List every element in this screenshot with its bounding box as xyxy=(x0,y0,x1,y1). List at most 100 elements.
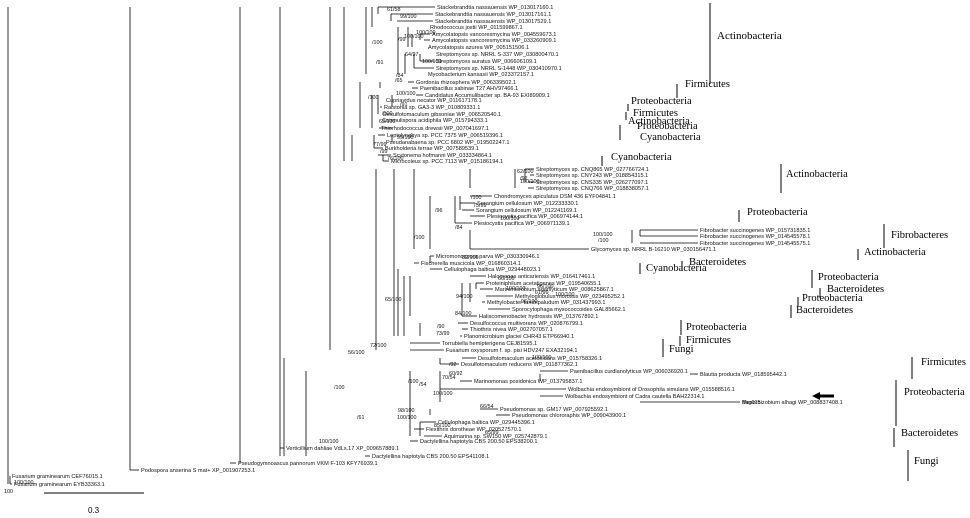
leaf-label: Desulfotomaculum reducens WP_011877362.1 xyxy=(461,362,578,368)
group-label: Fungi xyxy=(669,344,694,355)
leaf-label: Cellulophaga baltica WP_029445396.1 xyxy=(438,420,535,426)
leaf-label: Leptolyngbya sp. PCC 7375 WP_006519396.1 xyxy=(387,133,503,139)
leaf-label: Fischerella muscicola WP_016860314.1 xyxy=(421,261,521,267)
support-value: 94/100 xyxy=(456,294,473,300)
group-label: Cyanobacteria xyxy=(611,152,672,163)
support-value: 65/100 xyxy=(385,297,402,303)
support-value: /92 xyxy=(449,362,457,368)
support-value: /100 xyxy=(408,379,419,385)
leaf-label: Plesiocystis pacifica WP_006974144.1 xyxy=(487,214,583,220)
leaf-label: Verticillium dahliae VdLs.17 XP_00965788… xyxy=(286,446,399,452)
support-value: 76/100 xyxy=(387,156,404,162)
support-value: /99 xyxy=(380,149,388,155)
leaf-label: Proteiniphilum acetatigenes WP_019540655… xyxy=(486,281,601,287)
leaf-label: Cupriavidus necator WP_011617178.1 xyxy=(386,98,482,104)
leaf-label: Fibrobacter succinogenes WP_014545578.1 xyxy=(700,234,810,240)
support-value: 60/92 xyxy=(449,371,463,377)
leaf-label: Stackebrandtia nassauensis WP_013017160.… xyxy=(437,5,553,11)
support-value: 100/100 xyxy=(416,30,436,36)
leaf-label: Chondromyces apiculatus DSM 436 EYF04841… xyxy=(494,194,616,200)
leaf-label: Streptomyces sp. CNS335 WP_026277097.1 xyxy=(536,180,648,186)
group-label: Proteobacteria xyxy=(818,272,879,283)
support-value: /91 xyxy=(400,102,408,108)
support-value: 96/100 xyxy=(537,284,554,290)
leaf-label: Streptomyces sp. NRRL S-337 WP_030800470… xyxy=(436,52,559,58)
support-value: 61/58 xyxy=(387,7,401,13)
tree-leaf-labels: Stackebrandtia nassauensis WP_013017160.… xyxy=(12,5,843,488)
leaf-label: Haliscomenobacter hydrossis WP_013767892… xyxy=(479,314,598,320)
leaf-label: Ralstonia sp. GA3-3 WP_010809331.1 xyxy=(384,105,480,111)
leaf-label: Fusarium oxysporum f. sp. pisi HDV247 EX… xyxy=(446,348,578,354)
support-value: 61/99 xyxy=(535,290,549,296)
leaf-label: Fusarium graminearum EYB33363.1 xyxy=(14,482,105,488)
support-value: /100 xyxy=(414,235,425,241)
leaf-label: Methyloglobulus morosus WP_023495252.1 xyxy=(515,294,625,300)
leaf-label: Fibrobacter succinogenes WP_014545575.1 xyxy=(700,241,810,247)
leaf-label: Fusarium graminearum CEF76015.1 xyxy=(12,474,103,480)
leaf-label: Sporocytophaga myxococcoides GAL85662.1 xyxy=(512,307,626,313)
group-label: Fibrobacteres xyxy=(891,230,948,241)
support-value: 100/100 xyxy=(506,286,526,292)
leaf-label: Streptomyces sp. CNY243 WP_018854315.1 xyxy=(536,173,648,179)
leaf-label: Planomicrobium glaciei CHR43 ETP66940.1 xyxy=(464,334,574,340)
support-value: /100 xyxy=(334,385,345,391)
group-label: Proteobacteria xyxy=(637,121,698,132)
support-value: 75/99 xyxy=(473,203,487,209)
group-label: Actinobacteria xyxy=(628,116,690,127)
leaf-label: Marinimicrobium agarilyticum WP_00862586… xyxy=(495,287,614,293)
scale-bar: 0.3 xyxy=(44,492,144,515)
support-value: 77/99 xyxy=(373,142,387,148)
support-value: /65 xyxy=(395,78,403,84)
leaf-label: Streptomyces sp. CNQ865 WP_027766724.1 xyxy=(536,167,649,173)
leaf-label: Mycobacterium kansasii WP_023372157.1 xyxy=(428,72,534,78)
support-value: 56/100 xyxy=(348,350,365,356)
leaf-label: Microcoleus sp. PCC 7113 WP_015186194.1 xyxy=(391,159,503,165)
support-value: 64/97 xyxy=(405,52,419,58)
leaf-label: Amycolatopsis vancoresmycina WP_00455967… xyxy=(432,32,556,38)
group-label: Actinobacteria xyxy=(864,247,926,258)
group-label: Proteobacteria xyxy=(904,387,965,398)
support-value: 100/100 xyxy=(14,480,34,486)
leaf-label: Stackebrandtia nassauensis WP_013017529.… xyxy=(435,19,551,25)
support-value: 100/100 xyxy=(396,91,416,97)
leaf-label: Pseudanabaena sp. PCC 6802 WP_019502247.… xyxy=(386,140,509,146)
leaf-label: Thiothrix nivea WP_002707057.1 xyxy=(470,327,553,333)
support-value: 100/100 xyxy=(500,216,520,222)
group-label: Proteobacteria xyxy=(631,96,692,107)
group-label: Fungi xyxy=(914,456,939,467)
support-value: 66/100 xyxy=(498,276,515,282)
support-value: 100/100 xyxy=(433,391,453,397)
support-value: /100 xyxy=(598,238,609,244)
support-value: 72/100 xyxy=(370,343,387,349)
support-value: /100 xyxy=(471,195,482,201)
highlight-label: Bag015 xyxy=(742,400,761,406)
leaf-label: Wolbachia endosymbiont of Drosophila sim… xyxy=(568,387,735,393)
taxonomic-group-labels: ActinobacteriaFirmicutesProteobacteriaFi… xyxy=(601,3,966,481)
group-label: Firmicutes xyxy=(633,108,678,119)
leaf-label: Dactylellina haptotyla CBS 200.50 EPS411… xyxy=(372,454,489,460)
leaf-label: Streptomyces auratus WP_006606109.1 xyxy=(436,59,537,65)
support-value: /54 xyxy=(419,382,427,388)
leaf-label: Sorangium cellulosum WP_012233330.1 xyxy=(477,201,578,207)
leaf-label: Scytonema hofmanni WP_033334864.1 xyxy=(393,153,492,159)
support-value: /100 xyxy=(382,111,393,117)
support-value: /96 xyxy=(435,208,443,214)
support-value: 100/100 xyxy=(422,59,442,65)
leaf-label: Pseudogymnoascus pannorum VKM F-103 KFY7… xyxy=(238,461,378,467)
support-value: 100 xyxy=(4,489,13,495)
group-label: Bacteroidetes xyxy=(827,284,884,295)
support-value: /91 xyxy=(376,60,384,66)
leaf-label: Mesorhizobium alhagi WP_008837408.1 xyxy=(742,400,843,406)
leaf-label: Stackebrandtia nassauensis WP_013017161.… xyxy=(435,12,551,18)
group-label: Actinobacteria xyxy=(717,30,782,42)
support-value: 100/100 xyxy=(397,415,417,421)
group-label: Firmicutes xyxy=(685,79,730,90)
leaf-label: Marinomonas posidonica WP_013795837.1 xyxy=(474,379,583,385)
leaf-label: Podospora anserina S mat+ XP_001907253.1 xyxy=(141,468,255,474)
group-label: Firmicutes xyxy=(921,357,966,368)
leaf-label: Pseudomonas sp. GM17 WP_007925592.1 xyxy=(500,407,608,413)
leaf-label: Candidatus Accumulibacter sp. BA-93 EXI8… xyxy=(425,93,550,99)
leaf-label: Micromonospora parva WP_030330946.1 xyxy=(436,254,540,260)
leaf-label: Halomonas anticariensis WP_016417461.1 xyxy=(488,274,595,280)
group-label: Bacteroidetes xyxy=(689,257,746,268)
